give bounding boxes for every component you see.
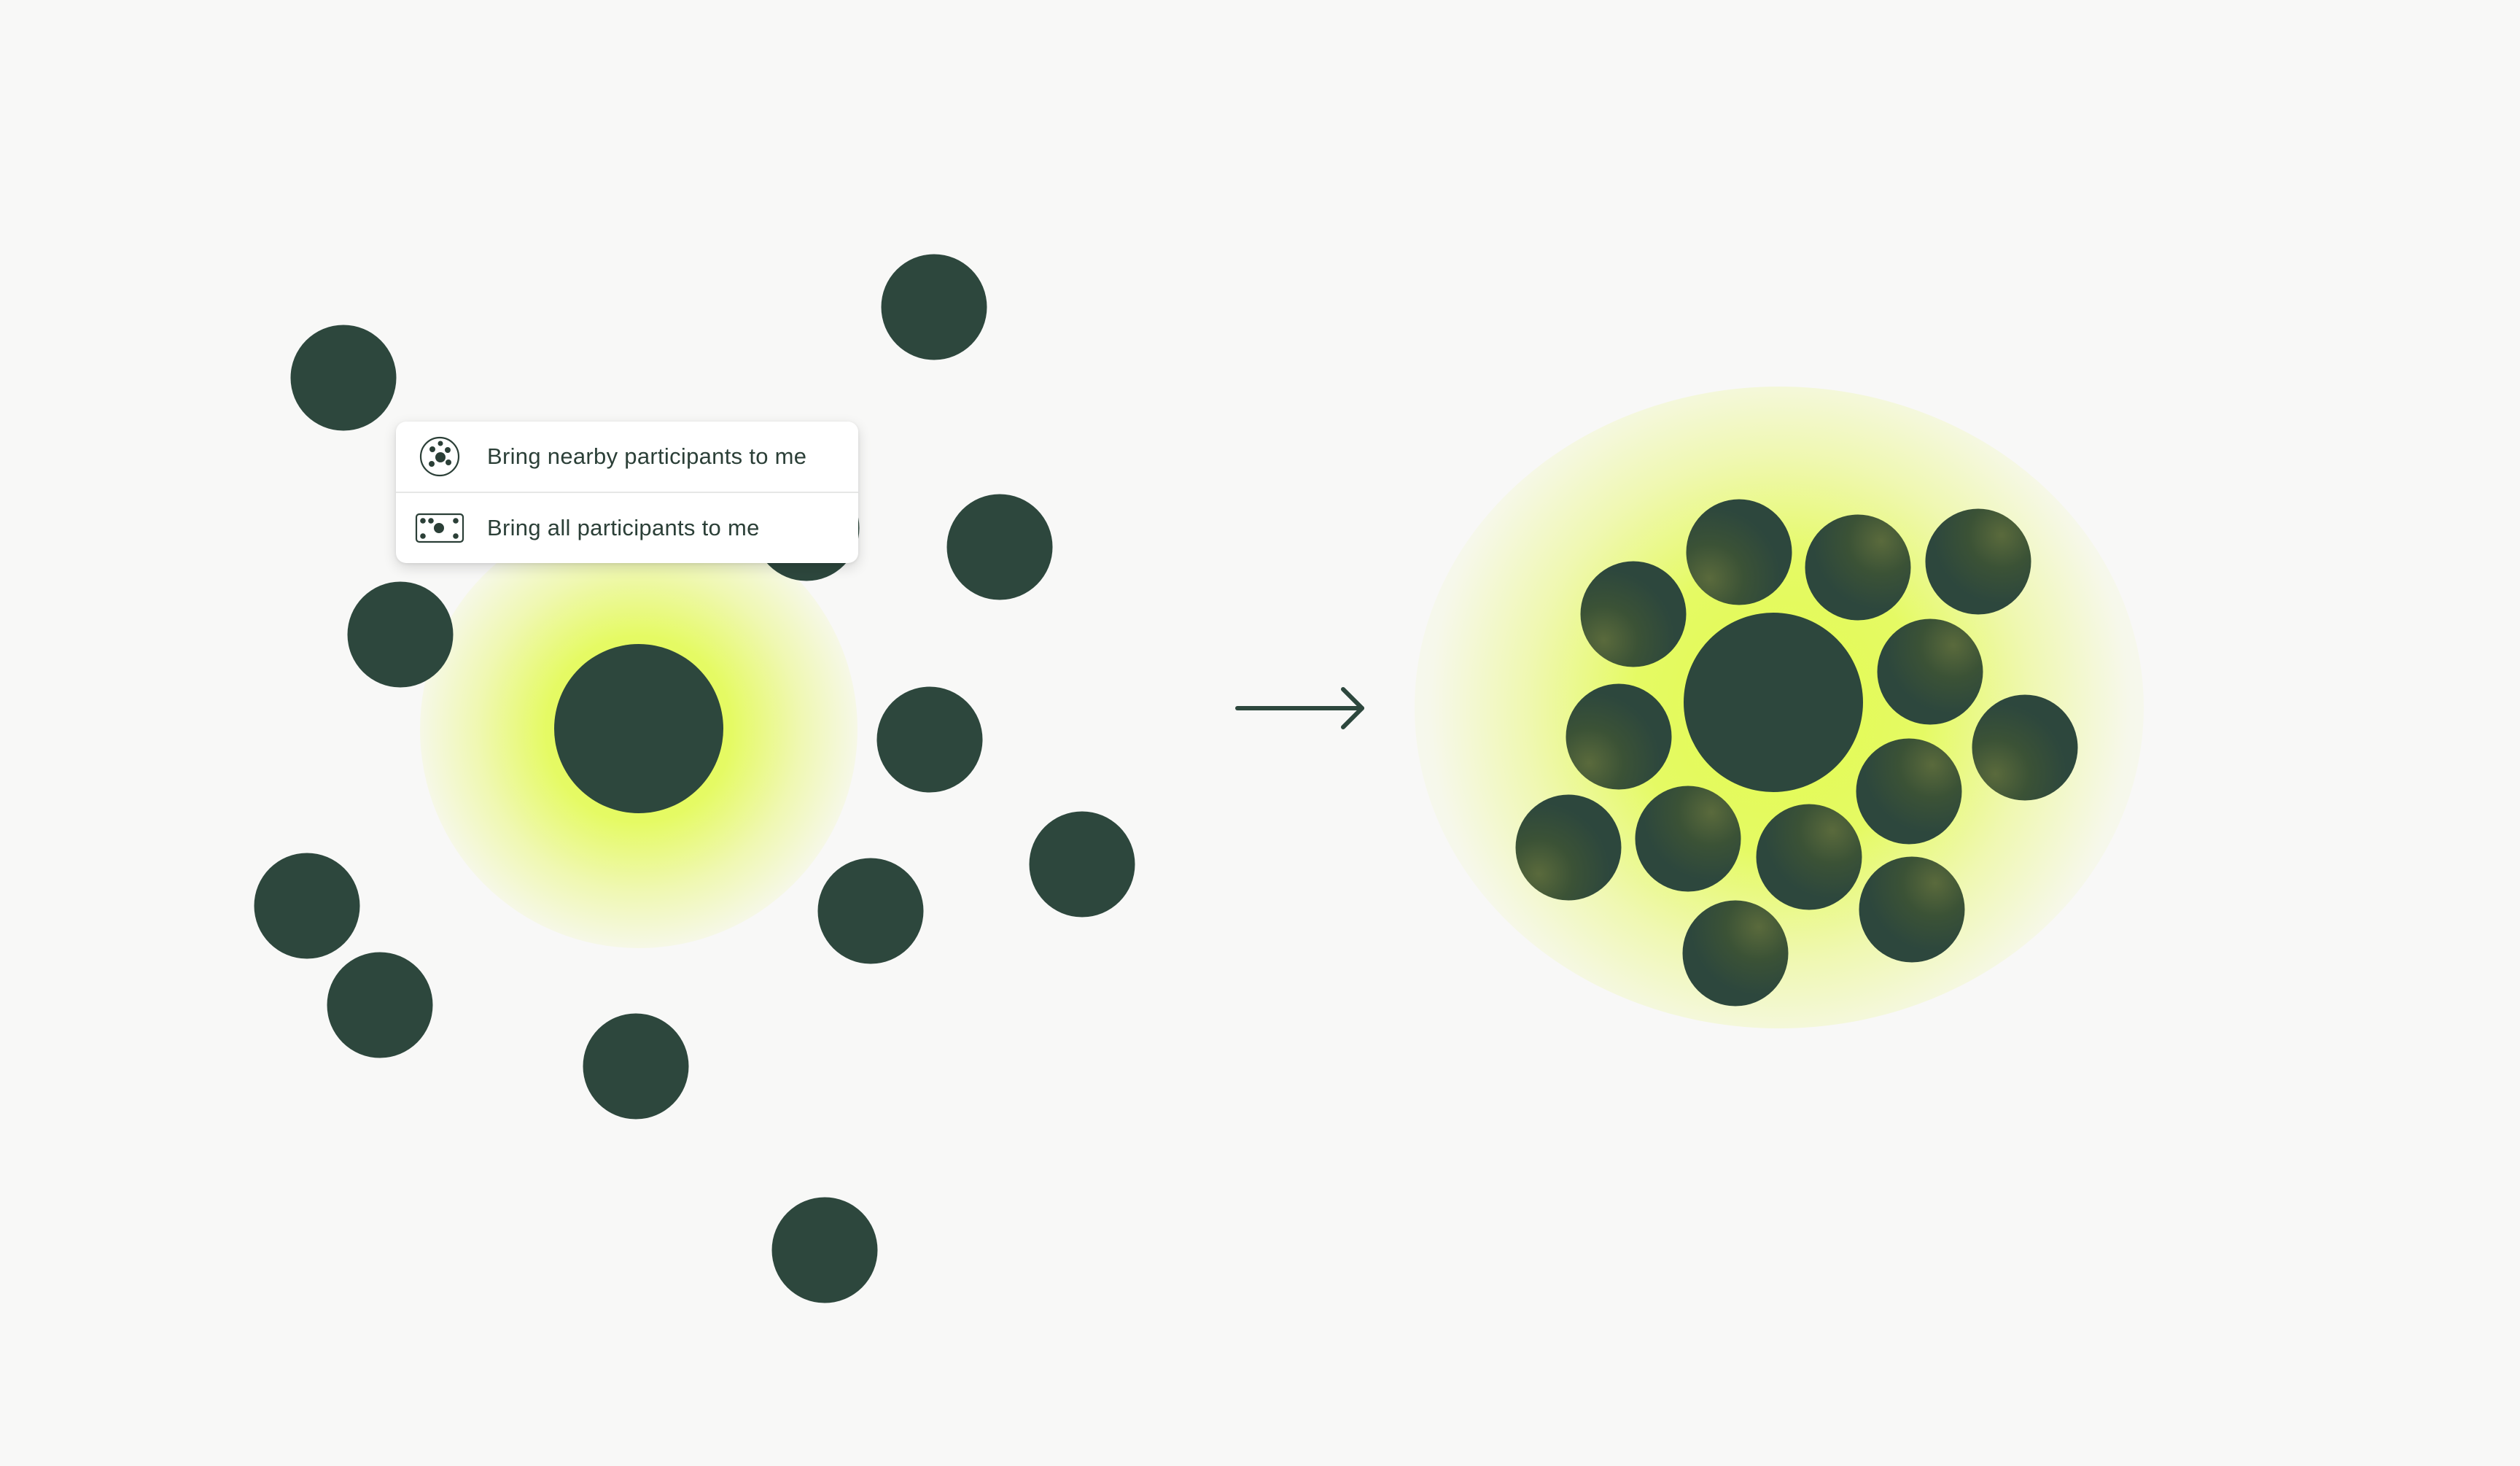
participant-avatar[interactable] <box>1877 618 1983 725</box>
participant-avatar[interactable] <box>1682 900 1789 1007</box>
participant-avatar[interactable] <box>327 952 433 1058</box>
all-participants-icon <box>415 513 464 543</box>
participant-avatar[interactable] <box>1635 786 1741 892</box>
participant-avatar[interactable] <box>1756 804 1862 910</box>
participant-avatar[interactable] <box>583 1013 689 1120</box>
participant-avatar[interactable] <box>1859 856 1965 963</box>
participant-avatar[interactable] <box>1972 694 2078 801</box>
participant-avatar[interactable] <box>1515 794 1622 901</box>
participant-avatar[interactable] <box>347 581 454 688</box>
participant-avatar[interactable] <box>771 1197 878 1303</box>
menu-item-bring-nearby[interactable]: Bring nearby participants to me <box>396 422 858 492</box>
participant-avatar[interactable] <box>1580 561 1687 667</box>
my-avatar[interactable] <box>554 644 723 813</box>
context-menu: Bring nearby participants to me Bring al… <box>396 422 858 563</box>
participant-avatar[interactable] <box>946 494 1053 600</box>
menu-item-label: Bring all participants to me <box>487 515 760 540</box>
participant-avatar[interactable] <box>881 254 987 360</box>
participant-avatar[interactable] <box>1925 508 2031 615</box>
menu-item-label: Bring nearby participants to me <box>487 443 807 469</box>
participant-avatar[interactable] <box>1566 683 1672 790</box>
nearby-participants-icon <box>419 436 460 477</box>
participant-avatar[interactable] <box>1686 499 1792 605</box>
participant-avatar[interactable] <box>876 686 983 793</box>
arrow-right-icon <box>1235 687 1364 729</box>
participant-avatar[interactable] <box>1856 738 1962 845</box>
participant-avatar[interactable] <box>817 858 924 964</box>
my-avatar[interactable] <box>1684 613 1863 792</box>
participant-avatar[interactable] <box>1029 811 1135 918</box>
participant-avatar[interactable] <box>290 325 397 431</box>
participant-avatar[interactable] <box>254 853 360 959</box>
menu-item-bring-all[interactable]: Bring all participants to me <box>396 492 858 563</box>
participant-avatar[interactable] <box>1805 514 1911 621</box>
